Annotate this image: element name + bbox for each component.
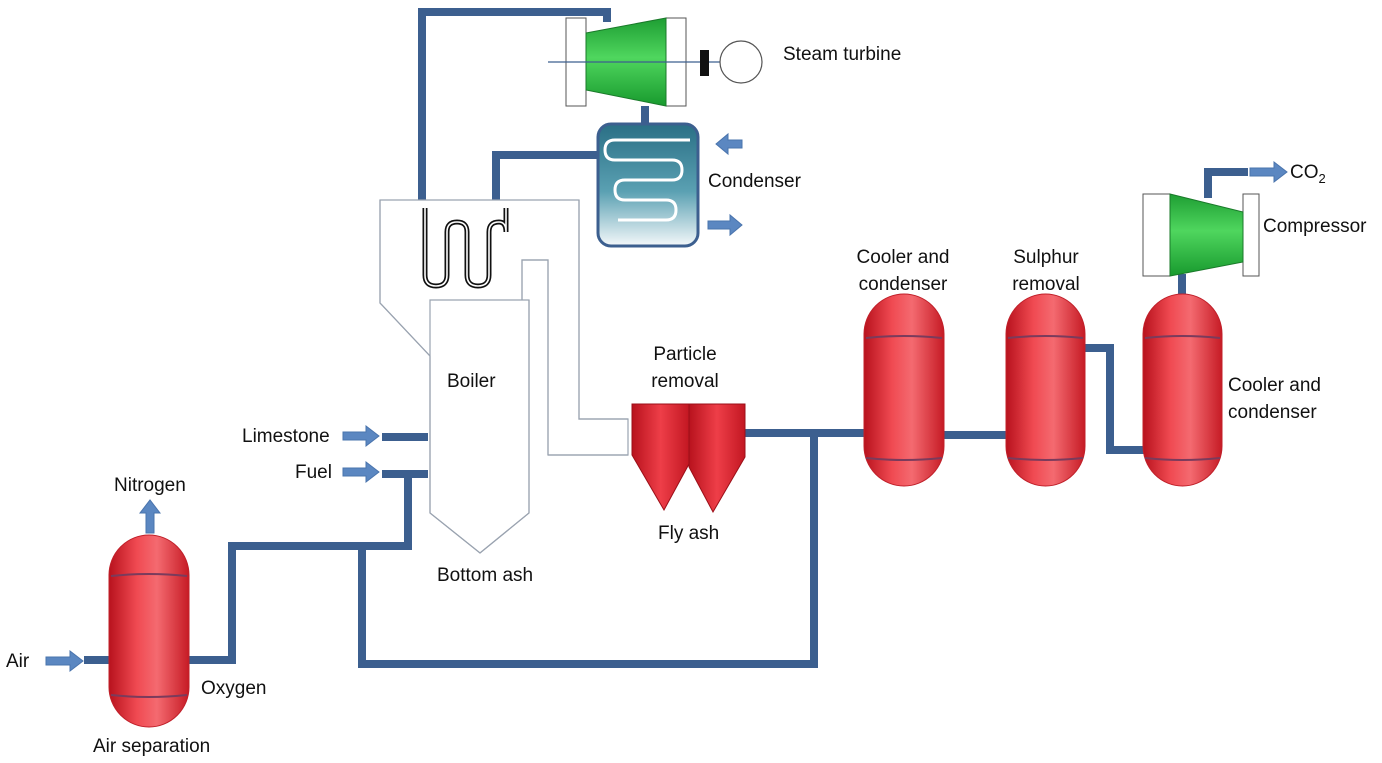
air-label: Air	[6, 651, 30, 672]
condenser-coil-icon	[603, 138, 690, 222]
filter-hopper-right	[688, 403, 746, 514]
cooler-condenser-right-line2: condenser	[1228, 402, 1317, 423]
boiler-inner-wall	[379, 200, 530, 554]
particle-removal	[631, 403, 746, 514]
fly-ash-label: Fly ash	[658, 523, 720, 544]
co2-outlet-pipe	[1204, 168, 1248, 198]
condensate-pipe	[492, 151, 600, 205]
cooler-condenser-right-label: Cooler and condenser	[1228, 372, 1321, 426]
particle-removal-label: Particle removal	[630, 341, 740, 395]
co2-out-arrow	[1249, 160, 1288, 184]
bottom-ash-label: Bottom ash	[437, 565, 534, 586]
condenser	[596, 122, 743, 248]
condenser-label: Condenser	[708, 171, 801, 192]
condenser-coolant-in-arrow	[715, 132, 743, 156]
fuel-label: Fuel	[295, 462, 332, 483]
vessel-seam-top	[110, 573, 188, 577]
air-separation-vessel	[108, 534, 190, 728]
vessel-seam-top	[1007, 335, 1084, 339]
cooler-condenser-vessel-1	[863, 293, 945, 487]
cooler-condenser-top-line1: Cooler and	[856, 247, 950, 268]
flow-arrows	[45, 160, 1288, 673]
cooler-condenser-vessel-2	[1142, 293, 1223, 487]
boiler-duct	[521, 200, 628, 456]
compressor-outlet-flange	[1242, 193, 1260, 277]
sulphur-removal-label: Sulphur removal	[986, 244, 1106, 298]
limestone-in-arrow	[342, 424, 380, 448]
sulphur-removal-line1: Sulphur	[1013, 247, 1079, 268]
air-separation-label: Air separation	[93, 736, 211, 757]
steam-turbine-label: Steam turbine	[783, 44, 902, 65]
cooler-condenser-right-line1: Cooler and	[1228, 375, 1321, 396]
vessel-seam-top	[1144, 335, 1221, 339]
vessel-body	[863, 293, 945, 487]
particle-removal-line2: removal	[651, 371, 719, 392]
oxygen-pipe	[188, 474, 412, 664]
oxygen-label: Oxygen	[201, 678, 267, 699]
co2-label: CO2	[1290, 159, 1326, 192]
vessel-seam-bottom	[865, 457, 943, 461]
turbine-coupling	[700, 50, 709, 76]
condenser-coolant-out-arrow	[707, 213, 743, 237]
vessel-seam-top	[865, 335, 943, 339]
compressor-body	[1169, 193, 1244, 277]
sulphur-removal-line2: removal	[1012, 274, 1080, 295]
sulphur-cooler2-pipe	[1083, 344, 1145, 454]
boiler-shell	[379, 199, 629, 554]
steam-turbine	[548, 17, 763, 107]
compressor	[1142, 193, 1260, 277]
limestone-label: Limestone	[242, 426, 330, 447]
cooler-condenser-top-label: Cooler and condenser	[843, 244, 963, 298]
vessel-seam-bottom	[1007, 457, 1084, 461]
compressor-inlet-flange	[1142, 193, 1171, 277]
boiler-label: Boiler	[447, 371, 496, 392]
vessel-body	[108, 534, 190, 728]
compressor-label: Compressor	[1263, 216, 1367, 237]
generator-icon	[719, 40, 763, 84]
co2-text: CO	[1290, 162, 1319, 183]
vessel-seam-bottom	[110, 694, 188, 698]
vessel-seam-bottom	[1144, 457, 1221, 461]
boiler	[379, 199, 629, 554]
vessel-body	[1142, 293, 1223, 487]
filter-hopper-left	[631, 403, 690, 512]
recycle-pipe	[358, 433, 818, 668]
cooler-condenser-top-line2: condenser	[858, 274, 948, 295]
steam-pipe	[418, 8, 611, 205]
particle-removal-line1: Particle	[653, 344, 717, 365]
sulphur-removal-vessel	[1005, 293, 1086, 487]
boiler-coil-inner	[424, 208, 507, 287]
nitrogen-out-arrow	[138, 499, 162, 534]
pipes	[84, 8, 1248, 668]
air-in-arrow	[45, 649, 84, 673]
fuel-in-arrow	[342, 460, 380, 484]
nitrogen-label: Nitrogen	[114, 475, 186, 496]
vessel-body	[1005, 293, 1086, 487]
co2-subscript: 2	[1318, 170, 1326, 186]
condenser-shell	[596, 122, 700, 248]
